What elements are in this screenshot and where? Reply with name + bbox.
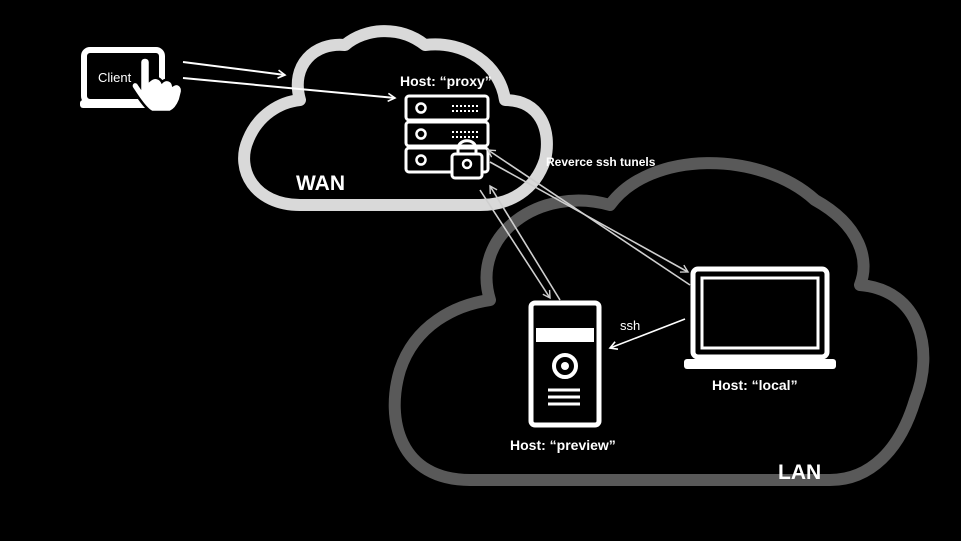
ssh-label: ssh [620,318,640,333]
tunnel-proxy-to-preview-arrow [479,189,551,300]
lan-cloud [388,157,930,486]
wan-cloud [238,25,553,211]
laptop-icon [684,266,836,369]
client-to-wan-arrow [182,61,287,79]
tunnel-proxy-to-local-arrow [489,161,690,273]
desktop-tower-icon [528,300,602,428]
laptop-touch-icon [80,47,184,114]
lock-icon [450,139,484,180]
client-to-proxy-arrow [182,77,397,103]
server-rack-icon [404,94,490,174]
tunnels-label: Reverce ssh tunels [546,155,656,169]
wan-label: WAN [296,172,345,195]
local-host-label: Host: “local” [712,377,798,393]
preview-host-label: Host: “preview” [510,437,616,453]
ssh-arrow [608,318,686,350]
client-label: Client [98,70,132,85]
lan-label: LAN [778,461,821,484]
proxy-host-label: Host: “proxy” [400,73,492,89]
tunnel-preview-to-proxy-arrow [489,184,561,301]
